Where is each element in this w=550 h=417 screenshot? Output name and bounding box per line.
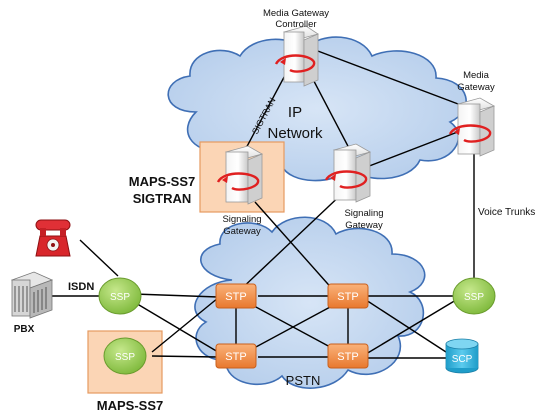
stp-bottom-left-node: STP xyxy=(215,343,257,369)
red-telephone-icon xyxy=(35,219,71,257)
maps-ss7-label: MAPS-SS7 xyxy=(97,398,163,413)
ip-network-label-line1: IP xyxy=(288,104,302,121)
link-sg-left-stp-tr xyxy=(254,201,336,293)
link-ssp-stp-bl xyxy=(133,301,219,353)
stp-top-left-label: STP xyxy=(225,291,246,303)
link-stp-tr-bl xyxy=(253,305,333,349)
link-mgc-sg-left xyxy=(243,65,291,153)
ip-network-label-line2: Network xyxy=(267,125,323,142)
sg-left-label-line2: Gateway xyxy=(223,226,261,237)
stp-top-left-node: STP xyxy=(215,283,257,309)
sg-left-label-line1: Signaling xyxy=(222,214,261,225)
media-gateway-server-icon xyxy=(448,97,496,157)
stp-bottom-right-node: STP xyxy=(327,343,369,369)
mg-label-line1: Media xyxy=(463,70,490,81)
sg-right-label-line2: Gateway xyxy=(345,220,383,231)
link-sg-right-stp-tl xyxy=(237,189,347,293)
signaling-gateway-right-server-icon xyxy=(324,143,372,203)
ssp-left-node: SSP xyxy=(98,277,142,315)
scp-label: SCP xyxy=(452,354,473,365)
network-links xyxy=(52,41,475,359)
ssp-bottom-left-node: SSP xyxy=(103,337,147,375)
pstn-label: PSTN xyxy=(286,373,321,388)
scp-database-node: SCP xyxy=(445,338,479,374)
maps-sigtran-label-line1: MAPS-SS7 xyxy=(129,174,195,189)
mg-label-line2: Gateway xyxy=(457,82,495,93)
sg-right-label-line1: Signaling xyxy=(344,208,383,219)
link-sg-right-mg xyxy=(363,127,469,169)
voice-trunks-label: Voice Trunks xyxy=(478,207,535,218)
link-stp-tr-scp xyxy=(365,299,447,353)
ssp-right-label: SSP xyxy=(464,292,484,303)
link-stp-br-ssp-right xyxy=(365,299,457,355)
link-ssp-stp-tl xyxy=(133,293,219,298)
stp-bottom-right-label: STP xyxy=(337,351,358,363)
pbx-label: PBX xyxy=(14,324,35,335)
link-mgc-mg xyxy=(293,41,475,111)
signaling-gateway-left-server-icon xyxy=(216,145,264,205)
mgc-label-line2: Controller xyxy=(275,19,316,30)
stp-top-right-label: STP xyxy=(337,291,358,303)
ssp-right-node: SSP xyxy=(452,277,496,315)
mgc-label-line1: Media Gateway xyxy=(263,8,329,19)
stp-bottom-left-label: STP xyxy=(225,351,246,363)
pbx-icon xyxy=(10,271,54,319)
link-sspbl-stp-tl xyxy=(151,297,219,353)
link-phone-ssp xyxy=(79,239,119,277)
maps-sigtran-label-line2: SIGTRAN xyxy=(133,191,192,206)
stp-top-right-node: STP xyxy=(327,283,369,309)
media-gateway-controller-server-icon xyxy=(274,25,319,87)
ssp-bottom-left-label: SSP xyxy=(115,352,135,363)
ssp-left-label: SSP xyxy=(110,292,130,303)
isdn-link-label: ISDN xyxy=(68,281,94,293)
link-sspbl-stp-bl xyxy=(151,355,219,358)
